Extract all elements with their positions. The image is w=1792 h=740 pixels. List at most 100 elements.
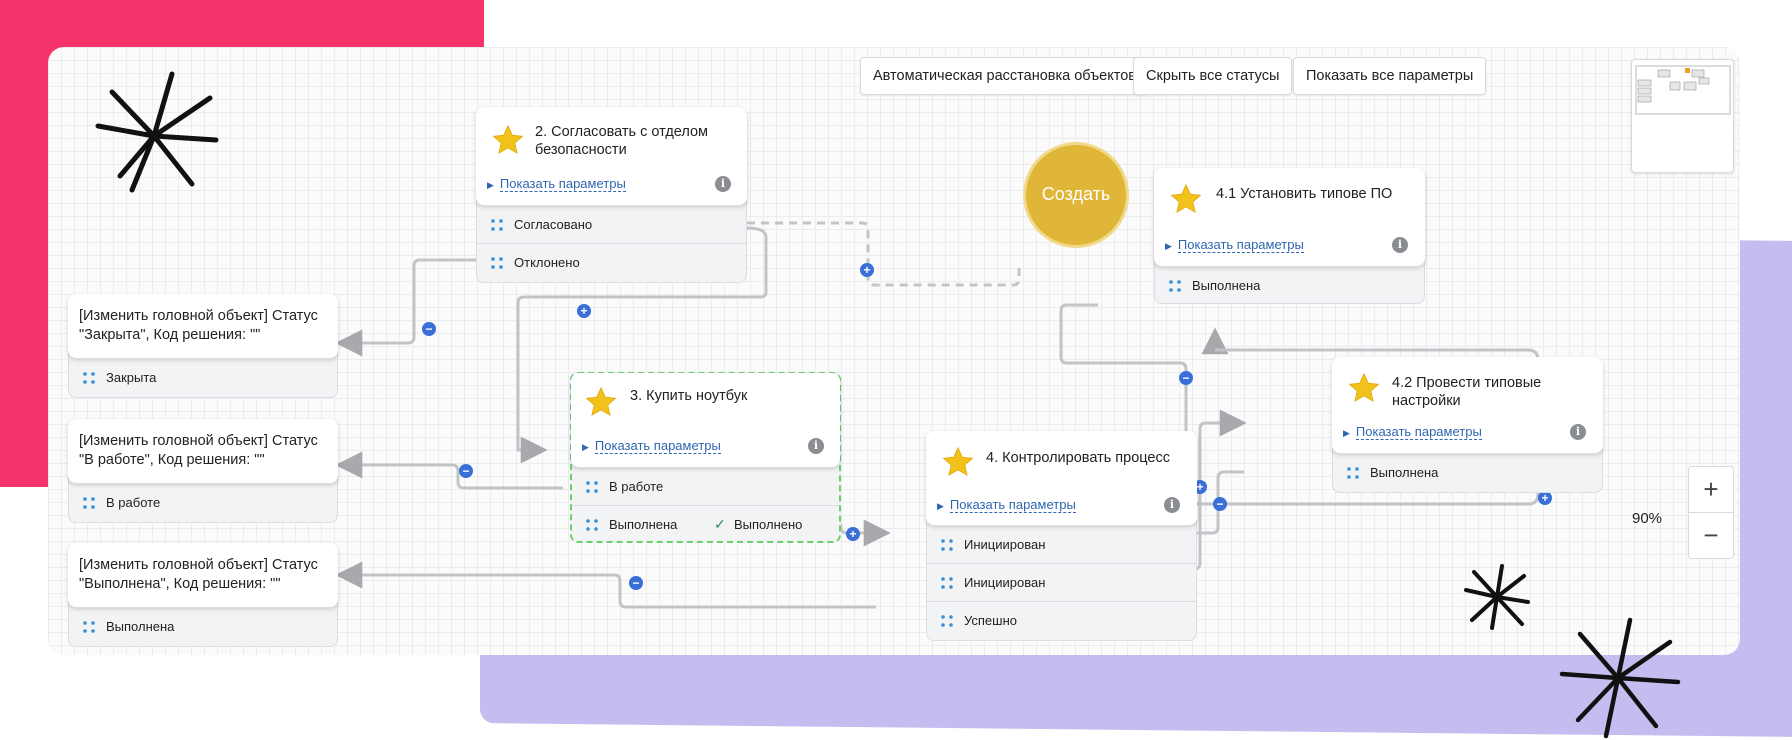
task-node-3[interactable]: 3. Купить ноутбук ▶Показать параметры i …: [570, 372, 841, 543]
status-label: Выполнена: [609, 517, 678, 532]
edge-create-task2: [719, 209, 1021, 287]
expand-triangle-icon: ▶: [487, 180, 494, 190]
status-row[interactable]: Согласовано: [477, 205, 746, 243]
star-icon: [492, 124, 524, 155]
task-title: 4.2 Провести типовые настройки: [1392, 375, 1542, 409]
hide-statuses-button[interactable]: Скрыть все статусы: [1133, 57, 1293, 95]
show-params-label[interactable]: Показать параметры: [499, 176, 626, 192]
status-node-in-work[interactable]: [Изменить головной объект] Статус "В раб…: [68, 419, 338, 523]
show-params-label[interactable]: Показать параметры: [1355, 424, 1482, 440]
task-header: 4. Контролировать процесс ▶ Показать пара…: [926, 431, 1197, 525]
edge-approved-task3: [516, 226, 768, 464]
status-node-header: [Изменить головной объект] Статус "В раб…: [68, 419, 338, 483]
status-label: Отклонено: [514, 255, 580, 270]
add-connector-handle: +: [1538, 491, 1552, 505]
info-icon[interactable]: i: [1164, 497, 1180, 513]
zoom-control: + −: [1688, 466, 1734, 559]
decor-asterisk-icon: [1559, 617, 1681, 739]
status-dots-icon: [586, 481, 598, 493]
minimap[interactable]: [1631, 59, 1734, 173]
decor-asterisk-icon: [1464, 564, 1530, 630]
show-params-label[interactable]: Показать параметры: [949, 497, 1076, 513]
zoom-level: 90%: [1632, 510, 1663, 527]
info-icon[interactable]: i: [715, 176, 731, 192]
task-header: 4.1 Установить типове ПО ▶Показать парам…: [1154, 168, 1425, 266]
status-row[interactable]: Успешно: [927, 601, 1196, 639]
expand-triangle-icon: ▶: [937, 501, 944, 511]
edge-init-41: [1059, 303, 1188, 537]
svg-text:+: +: [849, 527, 856, 541]
add-connector-handle: +: [577, 304, 591, 318]
expand-triangle-icon: ▶: [582, 442, 589, 452]
status-dots-icon: [941, 577, 953, 589]
status-dots-icon: [491, 257, 503, 269]
status-row[interactable]: В работе: [572, 467, 839, 505]
status-dots-icon: [83, 621, 95, 633]
status-row[interactable]: Выполнена: [69, 607, 337, 645]
show-params-link[interactable]: ▶ Показать параметры: [582, 438, 721, 454]
status-label: Согласовано: [514, 217, 593, 232]
status-dots-icon: [1347, 467, 1359, 479]
check-icon: ✓: [714, 516, 726, 532]
status-label: Выполнена: [1370, 465, 1439, 480]
status-node-header: [Изменить головной объект] Статус "Выпол…: [68, 543, 338, 607]
svg-text:−: −: [632, 576, 639, 590]
task-title: 4. Контролировать процесс: [986, 450, 1170, 466]
status-dots-icon: [83, 497, 95, 509]
task-header: 2. Согласовать с отделом безопасности ▶П…: [476, 107, 747, 205]
status-dots-icon: [941, 539, 953, 551]
status-label: Инициирован: [964, 575, 1046, 590]
status-row[interactable]: Инициирован: [927, 525, 1196, 563]
info-icon[interactable]: i: [1392, 237, 1408, 253]
status-row[interactable]: Выполнена ✓ Выполнено: [572, 505, 839, 543]
status-row[interactable]: Выполнена: [1155, 266, 1424, 304]
info-icon[interactable]: i: [808, 438, 824, 454]
task-node-2[interactable]: 2. Согласовать с отделом безопасности ▶П…: [476, 107, 747, 283]
status-row[interactable]: Отклонено: [477, 243, 746, 281]
status-label: Выполнена: [106, 619, 175, 634]
status-node-title: [Изменить головной объект] Статус "Выпол…: [79, 557, 318, 592]
status-row[interactable]: Выполнена: [1333, 453, 1602, 491]
svg-text:−: −: [425, 322, 432, 336]
status-row[interactable]: Инициирован: [927, 563, 1196, 601]
minimap-preview: [1635, 65, 1731, 115]
status-node-done[interactable]: [Изменить головной объект] Статус "Выпол…: [68, 543, 338, 647]
zoom-out-button[interactable]: −: [1703, 520, 1719, 550]
edge-rejected-closed: [335, 258, 477, 357]
svg-text:−: −: [1182, 371, 1189, 385]
svg-text:−: −: [462, 464, 469, 478]
zoom-in-button[interactable]: +: [1689, 467, 1733, 513]
task-node-4[interactable]: 4. Контролировать процесс ▶ Показать пара…: [926, 431, 1197, 641]
process-canvas[interactable]: + + − − + − − + − + Автоматическая расст…: [48, 47, 1740, 655]
show-params-link[interactable]: ▶ Показать параметры: [487, 176, 626, 192]
remove-connector-handle: −: [1179, 371, 1193, 385]
task-node-4-2[interactable]: 4.2 Провести типовые настройки ▶ Показать…: [1332, 357, 1603, 493]
show-params-link[interactable]: ▶ Показать параметры: [937, 497, 1076, 513]
svg-text:−: −: [1216, 497, 1223, 511]
auto-layout-button[interactable]: Автоматическая расстановка объектов: [860, 57, 1149, 95]
star-icon: [942, 446, 974, 477]
status-label: Выполнена: [1192, 278, 1261, 293]
svg-text:+: +: [1196, 480, 1203, 494]
task-node-4-1[interactable]: 4.1 Установить типове ПО ▶Показать парам…: [1154, 168, 1425, 304]
show-params-link[interactable]: ▶ Показать параметры: [1343, 424, 1482, 440]
task-header: 4.2 Провести типовые настройки ▶ Показать…: [1332, 357, 1603, 453]
svg-text:+: +: [863, 263, 870, 277]
remove-connector-handle: −: [629, 576, 643, 590]
add-connector-handle: +: [860, 263, 874, 277]
status-row[interactable]: В работе: [69, 483, 337, 521]
status-dots-icon: [586, 519, 598, 531]
status-row[interactable]: Закрыта: [69, 358, 337, 396]
show-params-link[interactable]: ▶Показать параметры: [1165, 237, 1304, 253]
show-params-button[interactable]: Показать все параметры: [1293, 57, 1487, 95]
expand-triangle-icon: ▶: [1343, 428, 1350, 438]
status-node-closed[interactable]: [Изменить головной объект] Статус "Закры…: [68, 294, 338, 398]
remove-connector-handle: −: [459, 464, 473, 478]
info-icon[interactable]: i: [1570, 424, 1586, 440]
add-connector-handle: +: [846, 527, 860, 541]
svg-text:+: +: [580, 304, 587, 318]
show-params-label[interactable]: Показать параметры: [594, 438, 721, 454]
show-params-label[interactable]: Показать параметры: [1177, 237, 1304, 253]
remove-connector-handle: −: [1213, 497, 1227, 511]
create-button[interactable]: Создать: [1023, 142, 1129, 248]
